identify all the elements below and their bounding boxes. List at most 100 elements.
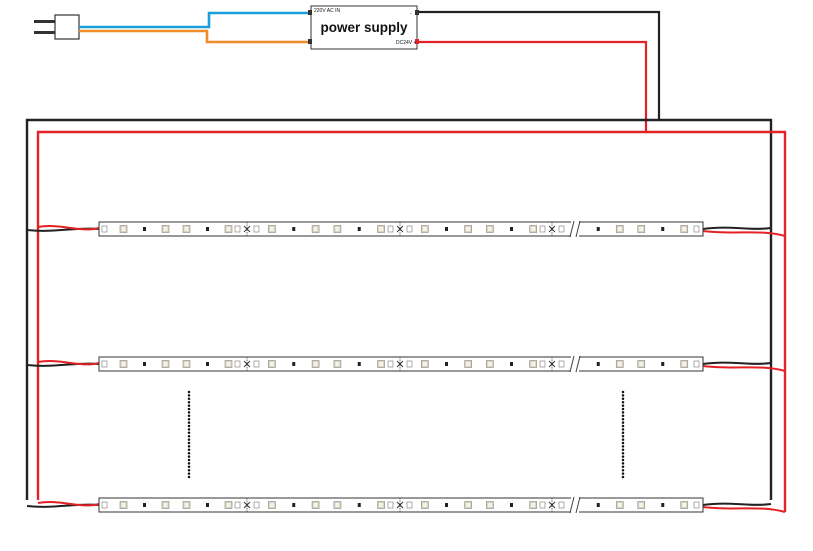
resistor: [206, 362, 209, 366]
led-chip-lens: [184, 362, 189, 366]
ellipsis-dot: [187, 448, 191, 452]
resistor: [292, 362, 296, 366]
led-chip-lens: [531, 227, 536, 231]
power-supply-title: power supply: [320, 20, 408, 35]
led-strips: [26, 220, 786, 514]
ellipsis-dot: [187, 404, 191, 407]
dc-negative-bus: [25, 118, 773, 500]
strip-positive-lead-left: [37, 225, 100, 231]
led-chip-lens: [487, 503, 492, 507]
resistor: [445, 362, 448, 366]
solder-pad: [539, 225, 546, 233]
solder-pad: [101, 360, 108, 368]
ellipsis-dot: [187, 434, 191, 438]
led-chip-lens: [617, 503, 622, 507]
break-mark-icon: [571, 497, 579, 513]
ellipsis-dot: [621, 404, 625, 407]
resistor: [510, 227, 513, 231]
dc-positive-bus: [36, 130, 787, 512]
led-chip-lens: [184, 503, 189, 507]
ellipsis-dot: [621, 434, 625, 438]
ellipsis-vertical-icon: [621, 390, 625, 479]
ellipsis-dot: [187, 451, 191, 455]
break-mark-icon: [575, 355, 581, 373]
ellipsis-dot: [621, 465, 625, 469]
solder-pad: [558, 225, 565, 233]
ac-plug-icon: [34, 14, 80, 40]
ellipsis-dot: [621, 390, 625, 394]
solder-pad: [387, 501, 394, 509]
resistor: [445, 503, 448, 507]
ellipsis-dot: [621, 421, 625, 424]
resistor: [661, 362, 665, 366]
resistor: [661, 227, 665, 231]
ellipsis-dot: [621, 394, 625, 397]
break-mark-icon: [575, 220, 581, 238]
ellipsis-dot: [621, 475, 625, 479]
power-supply-output-label: DC24V +: [396, 40, 417, 46]
led-chip-lens: [422, 362, 427, 366]
led-strip: [26, 496, 786, 514]
ac-live-wire: [79, 11, 313, 29]
ellipsis-dot: [621, 438, 625, 441]
led-chip-lens: [639, 503, 644, 507]
ellipsis-vertical-icon: [187, 390, 191, 479]
led-chip-lens: [226, 227, 231, 231]
solder-pad: [406, 225, 413, 233]
ellipsis-dot: [187, 472, 191, 475]
solder-pad: [253, 501, 260, 509]
power-supply: 220V AC IN power supply - DC24V +: [308, 5, 419, 50]
led-chip-lens: [121, 362, 126, 366]
ellipsis-dot: [621, 472, 625, 475]
solder-pad: [234, 225, 241, 233]
resistor: [661, 503, 665, 507]
ellipsis-dot: [621, 428, 625, 431]
led-chip-lens: [379, 362, 384, 366]
solder-pad: [234, 360, 241, 368]
ellipsis-dot: [187, 407, 191, 411]
break-mark-icon: [569, 355, 575, 373]
ellipsis-dot: [187, 394, 191, 397]
ellipsis-dot: [187, 462, 191, 465]
solder-pad: [387, 360, 394, 368]
break-mark-icon: [575, 496, 581, 514]
led-chip-lens: [682, 362, 687, 366]
solder-pad: [693, 225, 700, 233]
led-strip: [26, 355, 786, 373]
strip-positive-lead-left: [37, 501, 100, 507]
led-chip-lens: [313, 227, 318, 231]
solder-pad: [101, 501, 108, 509]
power-supply-neg-mark: -: [410, 11, 412, 17]
led-chip-lens: [466, 362, 471, 366]
led-chip-lens: [466, 227, 471, 231]
led-chip-lens: [226, 503, 231, 507]
ellipsis-dot: [187, 397, 191, 401]
ellipsis-dot: [621, 462, 625, 465]
led-chip-lens: [313, 362, 318, 366]
scissors-icon: [243, 360, 251, 368]
ellipsis-dot: [187, 431, 191, 435]
scissors-icon: [396, 360, 404, 368]
ellipsis-dot: [621, 448, 625, 452]
power-supply-input-label: 220V AC IN: [314, 8, 341, 14]
solder-pad: [387, 225, 394, 233]
led-chip-lens: [121, 227, 126, 231]
led-chip-lens: [269, 503, 274, 507]
resistor: [206, 227, 209, 231]
solder-pad: [101, 225, 108, 233]
led-chip-lens: [422, 503, 427, 507]
solder-pad: [406, 501, 413, 509]
led-chip-lens: [531, 362, 536, 366]
led-chip-lens: [639, 362, 644, 366]
ellipsis-dot: [187, 428, 191, 431]
led-chip-lens: [682, 227, 687, 231]
strip-positive-lead-right: [702, 230, 786, 237]
led-chip-lens: [163, 362, 168, 366]
scissors-icon: [396, 501, 404, 509]
resistor: [596, 503, 600, 507]
solder-pad: [539, 501, 546, 509]
ellipsis-dot: [187, 424, 191, 428]
ellipsis-dot: [187, 400, 191, 404]
led-chip-lens: [639, 227, 644, 231]
led-chip-lens: [487, 362, 492, 366]
